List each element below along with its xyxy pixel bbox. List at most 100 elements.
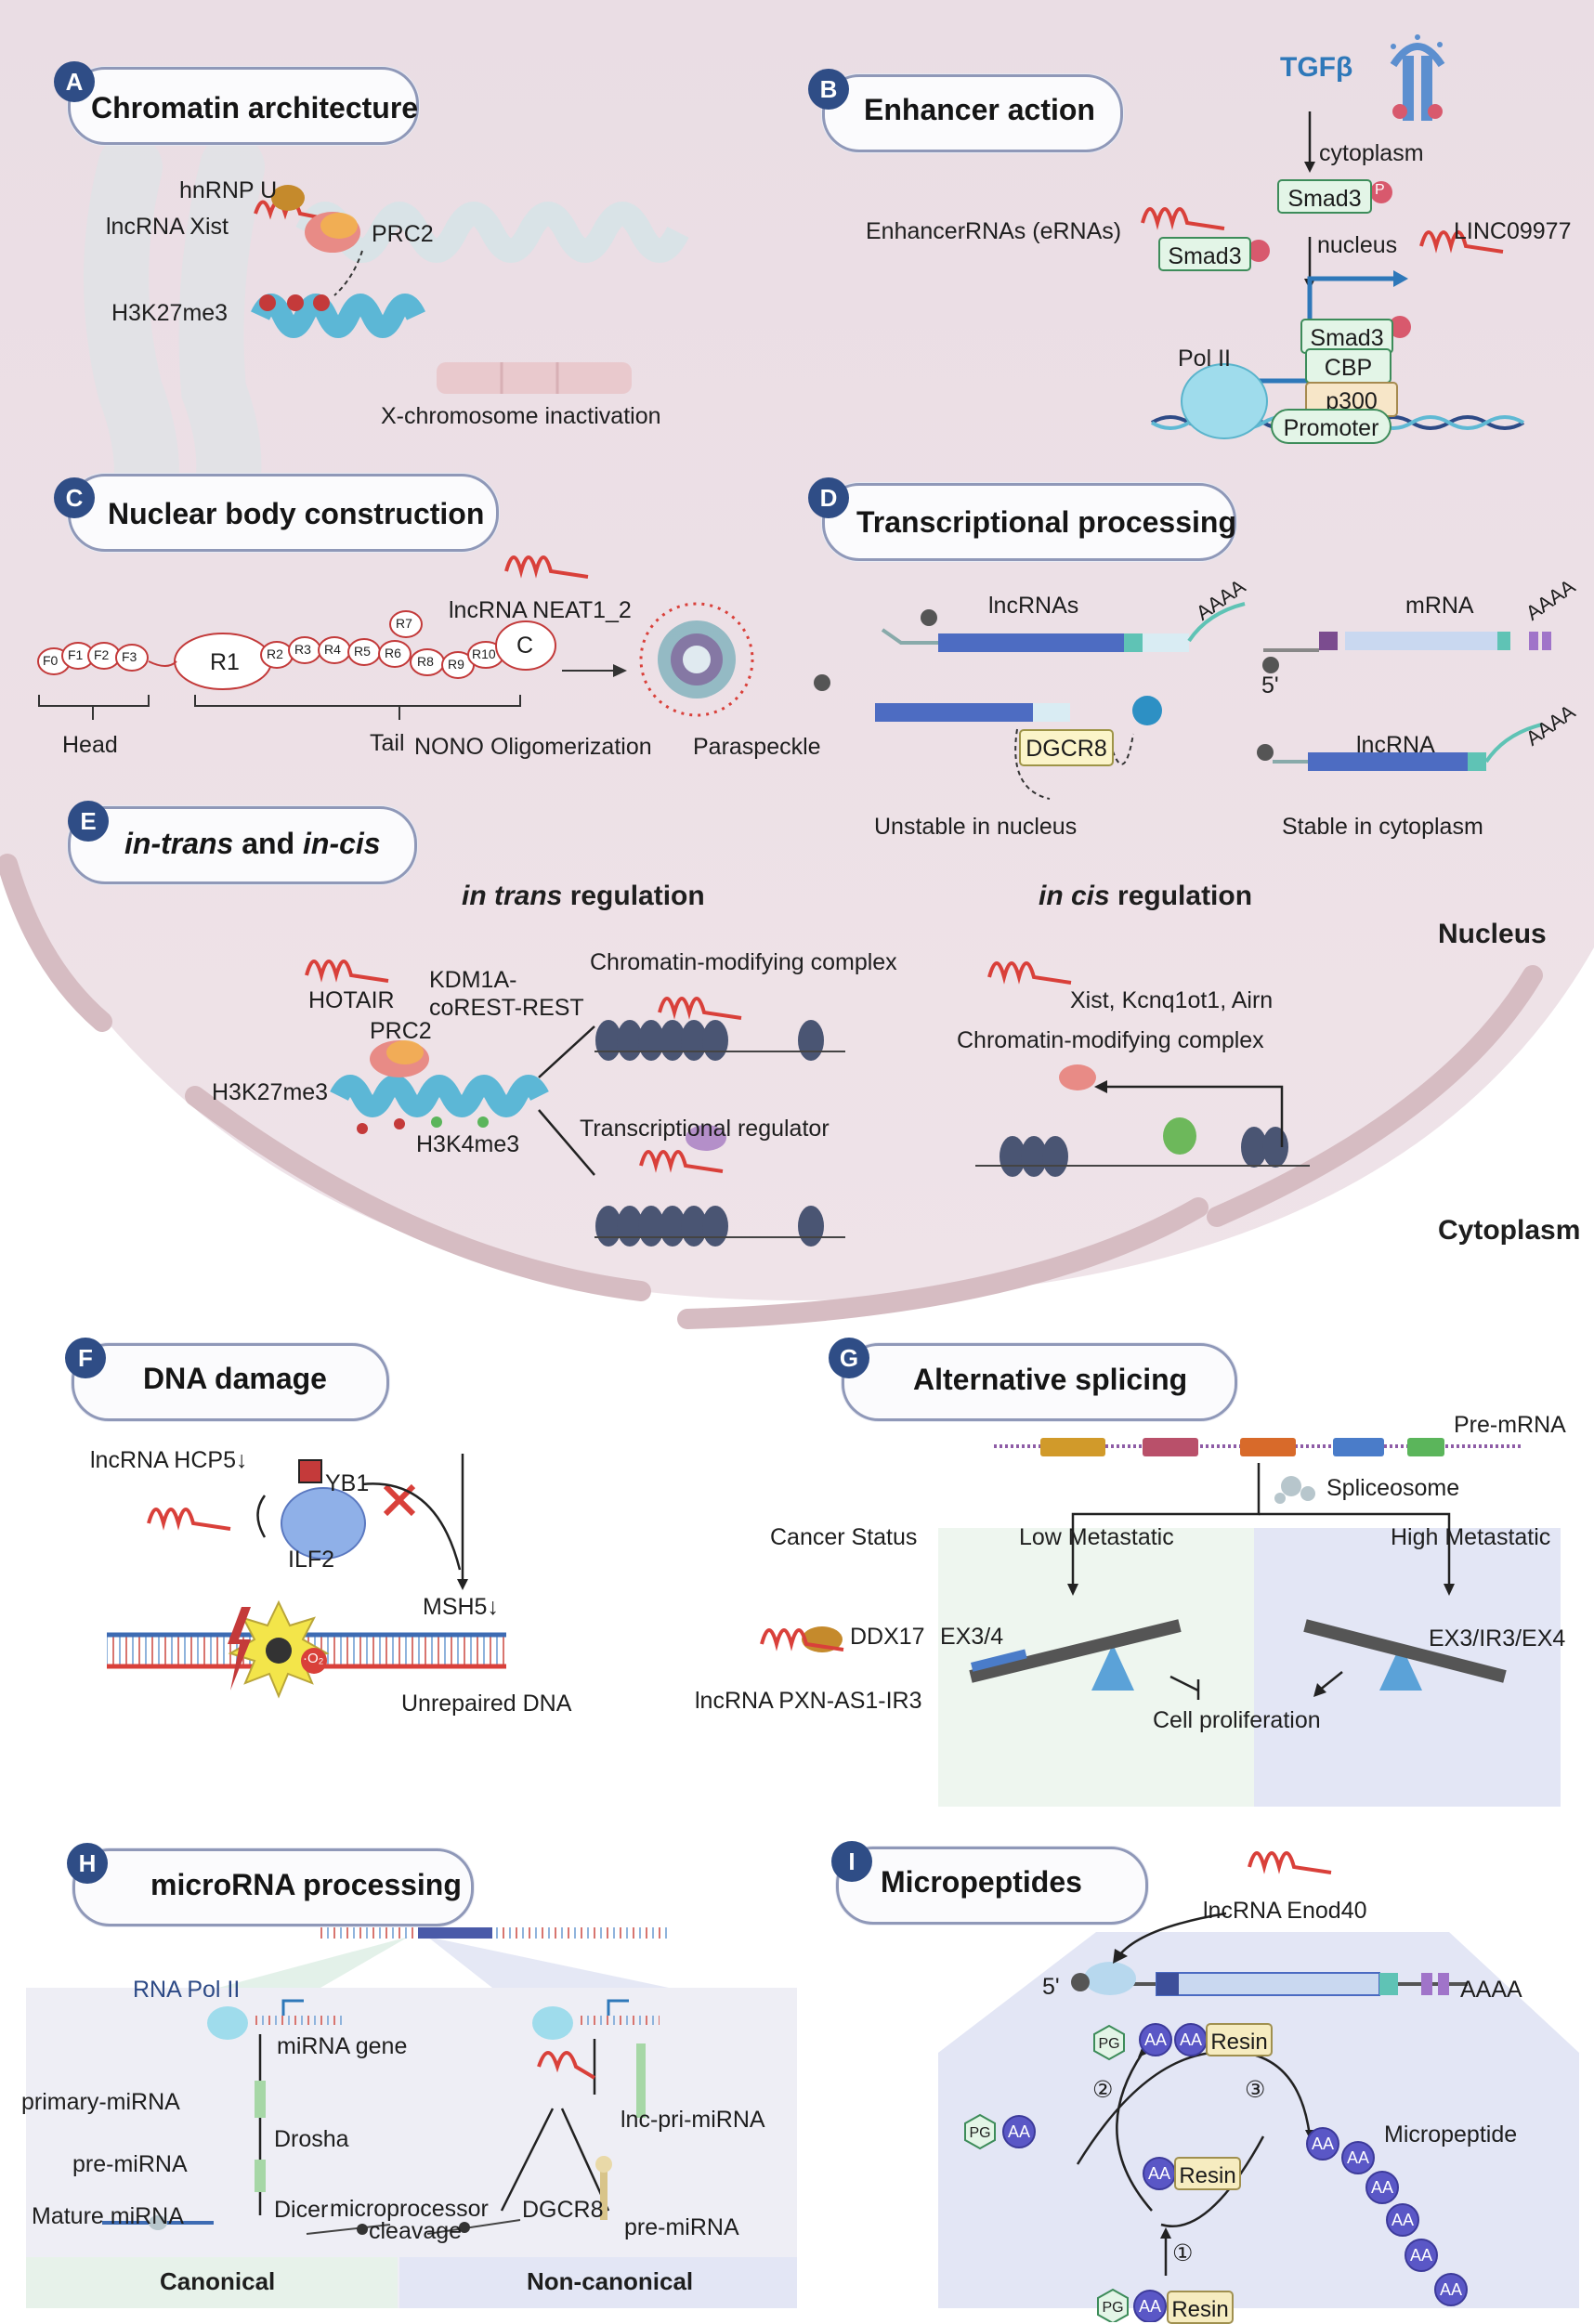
label-unstable: Unstable in nucleus (874, 814, 1078, 840)
aa-text: AA (1144, 2030, 1167, 2049)
label-prc2-a: PRC2 (372, 221, 434, 247)
label-ex34: EX3/4 (940, 1624, 1004, 1650)
domain-f0: F0 (43, 653, 59, 668)
panel-a-badge: A (54, 61, 95, 102)
svg-text:AA: AA (1148, 2164, 1170, 2183)
panel-e-badge: E (68, 801, 109, 842)
label-micropeptide: Micropeptide (1384, 2122, 1518, 2148)
domain-r3: R3 (294, 642, 311, 657)
svg-text:AA: AA (1312, 2135, 1334, 2153)
svg-text:AA: AA (1347, 2148, 1369, 2167)
pg-text: PG (1098, 2036, 1119, 2052)
label-hcp5: lncRNA HCP5↓ (90, 1447, 248, 1473)
domain-f2: F2 (94, 647, 110, 662)
label-treg: Transcriptional regulator (580, 1116, 830, 1142)
panel-h-title: microRNA processing (150, 1868, 462, 1901)
smad3-box-left: Smad3 (1158, 237, 1251, 271)
aa-beads (1002, 2023, 1468, 2322)
domain-r9: R9 (448, 657, 464, 672)
smad3-box-complex: Smad3 (1300, 319, 1393, 354)
label-mrna: mRNA (1405, 593, 1474, 619)
panel-e-title: in-trans and in-cis (124, 827, 381, 860)
label-kdm1a: KDM1A- (429, 967, 517, 993)
panel-c-badge: C (54, 477, 95, 518)
label-lncrnas: lncRNAs (988, 593, 1079, 619)
label-cell-proliferation: Cell proliferation (1153, 1707, 1321, 1733)
label-cytoplasm-b: cytoplasm (1319, 140, 1424, 166)
label-mirna-gene: miRNA gene (277, 2033, 408, 2059)
panel-c-lines (38, 670, 618, 720)
svg-text:PG: PG (969, 2125, 990, 2141)
panel-h-art (26, 1927, 797, 2308)
label-non-canonical: Non-canonical (527, 2267, 694, 2295)
label-ilf2: ILF2 (288, 1547, 335, 1573)
label-paraspeckle: Paraspeckle (693, 734, 821, 760)
p-badge (1370, 181, 1392, 203)
panel-g-badge: G (829, 1338, 869, 1378)
nuclease (1132, 696, 1162, 725)
label-corest: coREST-REST (429, 995, 584, 1021)
label-cmc2: Chromatin-modifying complex (957, 1027, 1264, 1053)
domain-r6: R6 (385, 646, 401, 660)
resin-box-mid: Resin (1174, 2157, 1241, 2190)
label-linc09977: LINC09977 (1454, 218, 1572, 244)
panel-b-header (822, 74, 1123, 152)
domain-r10: R10 (472, 646, 496, 661)
ilf2-protein (281, 1487, 366, 1560)
step-3: ③ (1245, 2077, 1266, 2103)
label-high-metastatic: High Metastatic (1391, 1524, 1551, 1550)
label-rna-pol-ii: RNA Pol II (133, 1977, 241, 2003)
label-dgcr8-h: DGCR8 (522, 2197, 604, 2223)
label-ddx17: DDX17 (850, 1624, 925, 1650)
label-lncrna-d: lncRNA (1356, 732, 1435, 758)
label-erna: EnhancerRNAs (eRNAs) (866, 218, 1122, 244)
label-xci: X-chromosome inactivation (381, 403, 661, 429)
label-o2: ·O₂ (303, 1651, 324, 1666)
panel-d-art (814, 602, 1551, 800)
domain-r2: R2 (267, 646, 283, 661)
panel-a-header (68, 67, 419, 145)
dgcr8-box-d: DGCR8 (1019, 729, 1114, 766)
label-cancer-status: Cancer Status (770, 1524, 918, 1550)
panel-g-title: Alternative splicing (913, 1363, 1188, 1396)
smad3-box-top: Smad3 (1277, 179, 1372, 214)
label-tgfb: TGFβ (1280, 52, 1353, 83)
panel-f-title: DNA damage (143, 1362, 327, 1395)
pol-ii (1181, 363, 1268, 439)
svg-text:AA: AA (1139, 2297, 1161, 2316)
paraspeckle (639, 602, 754, 717)
panel-a-title: Chromatin architecture (91, 91, 419, 124)
label-yb1: YB1 (325, 1470, 370, 1496)
label-pxn: lncRNA PXN-AS1-IR3 (695, 1688, 922, 1714)
domain-r1: R1 (210, 649, 240, 675)
svg-text:AA: AA (1371, 2178, 1393, 2197)
svg-text:AA: AA (1180, 2030, 1202, 2049)
label-spliceosome: Spliceosome (1326, 1475, 1460, 1501)
domain-f1: F1 (68, 647, 84, 662)
label-ex3ir3ex4: EX3/IR3/EX4 (1429, 1625, 1566, 1652)
panel-f-badge: F (65, 1338, 106, 1378)
pg-hexagons (964, 2024, 1129, 2322)
label-enod40: lncRNA Enod40 (1203, 1898, 1367, 1924)
svg-text:AA: AA (1008, 2122, 1030, 2141)
label-pre-mirna-2: pre-miRNA (624, 2214, 739, 2240)
label-5prime-d: 5' (1261, 672, 1279, 699)
label-tail: Tail (370, 730, 405, 756)
domain-f3: F3 (122, 649, 137, 664)
panel-i-art (938, 1912, 1579, 2308)
label-stable: Stable in cytoplasm (1282, 814, 1483, 840)
svg-text:PG: PG (1102, 2300, 1123, 2316)
panel-d-title: Transcriptional processing (856, 505, 1236, 539)
svg-text:AA: AA (1391, 2211, 1414, 2229)
cbp-box: CBP (1305, 348, 1391, 384)
step-1: ① (1172, 2240, 1194, 2266)
panel-i-title: Micropeptides (881, 1865, 1082, 1899)
label-msh5: MSH5↓ (423, 1594, 499, 1620)
label-head: Head (62, 732, 118, 758)
panel-d-header (822, 483, 1236, 561)
domain-r5: R5 (354, 644, 371, 659)
panel-c-art (37, 610, 556, 690)
label-cmc: Chromatin-modifying complex (590, 949, 897, 975)
label-in-trans: in trans regulation (462, 881, 705, 911)
